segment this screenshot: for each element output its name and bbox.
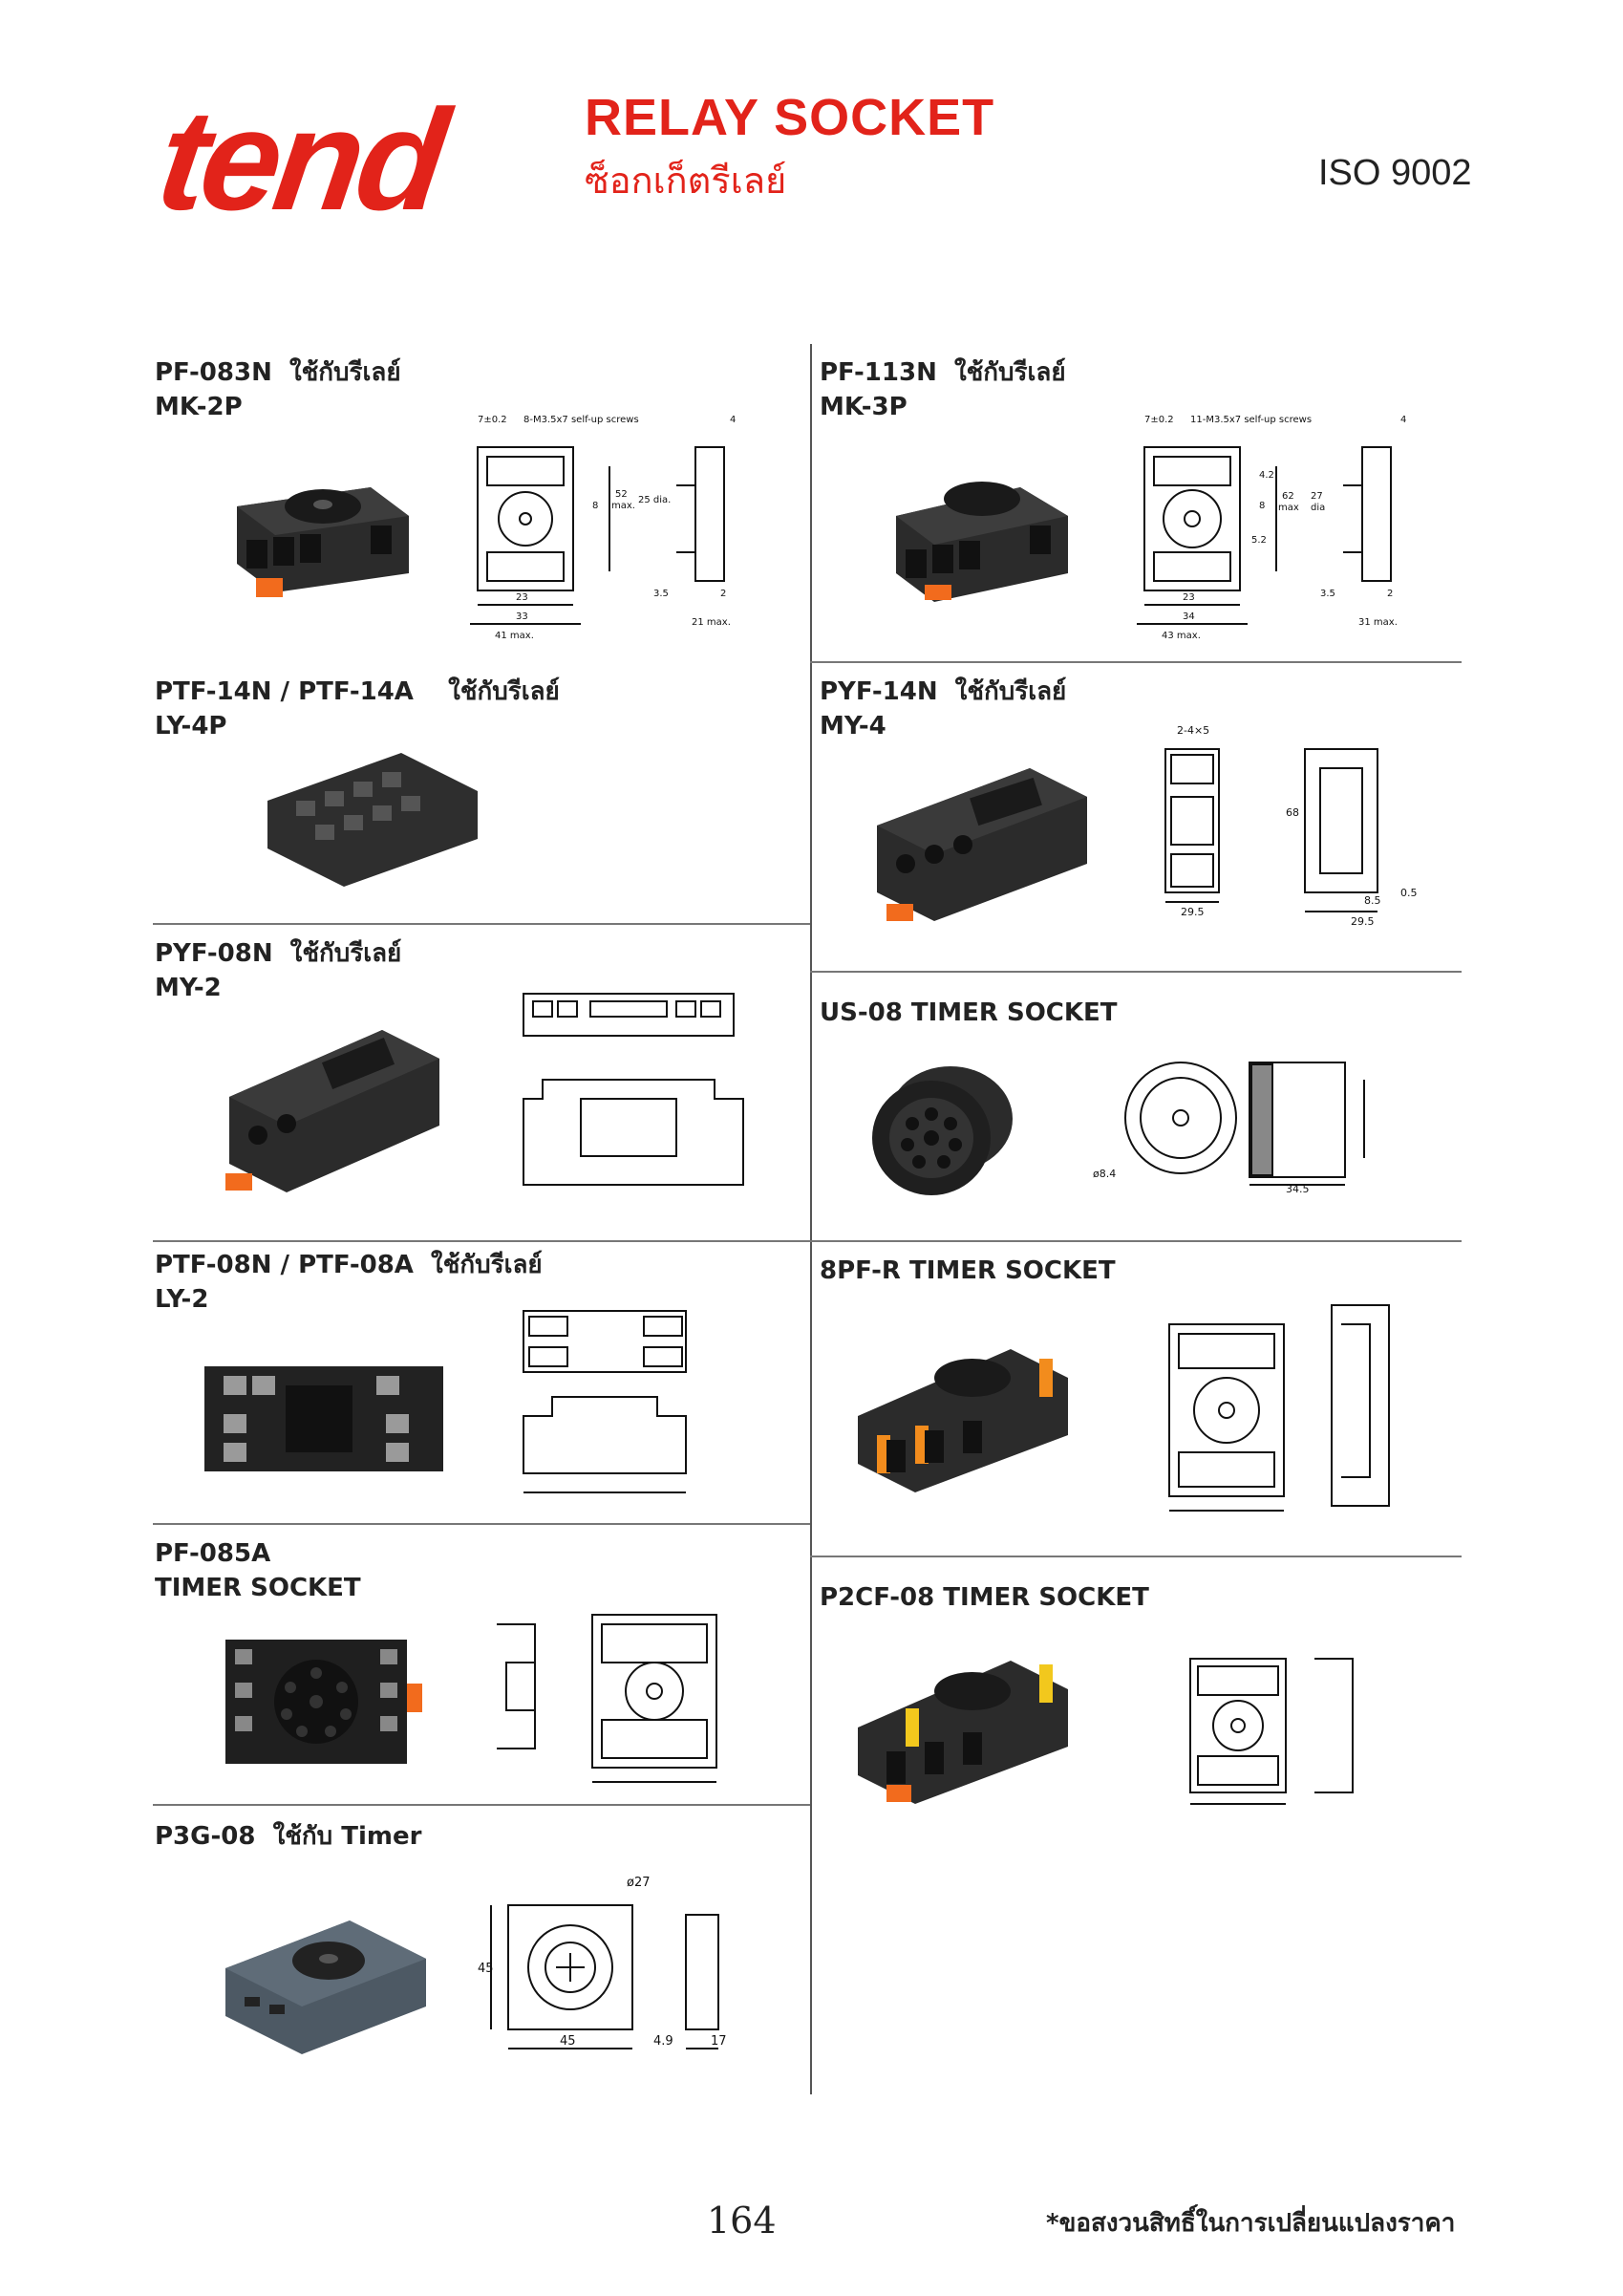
dim-label: 27 bbox=[1311, 491, 1323, 502]
p2cf08-dimension-drawing bbox=[1189, 1658, 1354, 1805]
pf113n-socket-photo bbox=[896, 482, 1068, 602]
product-subtitle: MY-4 bbox=[820, 712, 886, 740]
dim-label: 45 bbox=[560, 2034, 576, 2049]
product-title: 8PF-R TIMER SOCKET bbox=[820, 1256, 1116, 1285]
product-title: P3G-08 ใช้กับ Timer bbox=[155, 1822, 422, 1851]
dim-label: 21 max. bbox=[692, 617, 731, 628]
p3g08-socket-photo bbox=[225, 1920, 426, 2054]
pf083n-socket-photo bbox=[237, 487, 409, 597]
page-number: 164 bbox=[707, 2199, 777, 2242]
dim-label: ø8.4 bbox=[1093, 1168, 1116, 1180]
product-subtitle: LY-4P bbox=[155, 712, 227, 740]
dim-label: 34.5 bbox=[1286, 1183, 1310, 1194]
dim-label: 41 max. bbox=[495, 631, 534, 641]
dim-label: 23 bbox=[1183, 592, 1195, 603]
8pfr-socket-photo bbox=[858, 1349, 1068, 1492]
pyf08n-dimension-drawing bbox=[523, 993, 744, 1186]
product-title: PF-113N ใช้กับรีเลย์ bbox=[820, 358, 1066, 387]
dim-label: 2-4×5 bbox=[1177, 724, 1209, 737]
dim-label: 23 bbox=[516, 592, 528, 603]
product-title: PF-083N ใช้กับรีเลย์ bbox=[155, 358, 401, 387]
p3g08-dimension-drawing: ø27 45 45 4.9 17 bbox=[478, 1876, 727, 2049]
dim-label: 5.2 bbox=[1251, 535, 1267, 546]
divider-right-3 bbox=[810, 1240, 1462, 1242]
dim-label: 33 bbox=[516, 612, 528, 622]
dim-label: ø27 bbox=[627, 1876, 651, 1890]
p2cf08-socket-photo bbox=[858, 1661, 1068, 1804]
dim-label: 52 bbox=[615, 489, 628, 500]
8pfr-dimension-drawing bbox=[1168, 1304, 1390, 1512]
dim-label: 0.5 bbox=[1400, 887, 1418, 899]
dim-label: max bbox=[1278, 503, 1299, 513]
dim-label: 4 bbox=[1400, 415, 1406, 425]
divider-right-4 bbox=[810, 1556, 1462, 1557]
dim-label: 29.5 bbox=[1181, 906, 1205, 918]
logo-wordmark: tend bbox=[149, 79, 452, 240]
dim-label: 31 max. bbox=[1358, 617, 1398, 628]
column-divider bbox=[810, 344, 812, 2094]
dim-label: 8 bbox=[1259, 501, 1265, 511]
pf085a-socket-photo bbox=[225, 1640, 422, 1764]
product-title: PTF-08N / PTF-08A ใช้กับรีเลย์ bbox=[155, 1251, 543, 1279]
dim-label: 8.5 bbox=[1364, 894, 1381, 907]
divider-left-3 bbox=[153, 1240, 810, 1242]
pyf14n-socket-photo bbox=[877, 768, 1087, 921]
dim-label: 68 bbox=[1286, 806, 1299, 819]
product-subtitle: MK-2P bbox=[155, 393, 243, 421]
pyf08n-socket-photo bbox=[225, 1030, 439, 1192]
product-subtitle: LY-2 bbox=[155, 1285, 209, 1314]
product-title: PF-085A bbox=[155, 1539, 271, 1568]
dim-label: max. bbox=[611, 501, 635, 511]
us08-socket-photo bbox=[872, 1066, 1013, 1195]
dim-label: 8-M3.5x7 self-up screws bbox=[523, 415, 639, 425]
dim-label: 2 bbox=[1387, 589, 1393, 599]
page-subtitle-thai: ซ็อกเก็ตรีเลย์ bbox=[585, 160, 787, 202]
dim-label: 45 bbox=[478, 1962, 494, 1976]
divider-right-2 bbox=[810, 971, 1462, 973]
divider-left-4 bbox=[153, 1523, 810, 1525]
pf113n-dimension-drawing: 7±0.2 11-M3.5x7 self-up screws 4 4.2 62 … bbox=[1137, 415, 1406, 641]
product-subtitle: TIMER SOCKET bbox=[155, 1574, 361, 1602]
dim-label: 4 bbox=[730, 415, 736, 425]
us08-dimension-drawing: ø8.4 34.5 bbox=[1093, 1062, 1365, 1194]
dim-label: 25 dia. bbox=[638, 495, 671, 505]
product-subtitle: MY-2 bbox=[155, 974, 222, 1002]
divider-right-1 bbox=[810, 661, 1462, 663]
dim-label: 7±0.2 bbox=[478, 415, 507, 425]
product-title: PYF-14N ใช้กับรีเลย์ bbox=[820, 677, 1067, 706]
pf085a-dimension-drawing bbox=[497, 1614, 717, 1783]
pyf14n-dimension-drawing: 2-4×5 68 29.5 29.5 8.5 0.5 bbox=[1164, 724, 1418, 928]
dim-label: 4.2 bbox=[1259, 470, 1274, 481]
product-title: US-08 TIMER SOCKET bbox=[820, 998, 1118, 1027]
pf083n-dimension-drawing: 7±0.2 8-M3.5x7 self-up screws 4 52 max. … bbox=[470, 415, 736, 641]
product-title: P2CF-08 TIMER SOCKET bbox=[820, 1583, 1149, 1612]
dim-label: 8 bbox=[592, 501, 598, 511]
dim-label: 34 bbox=[1183, 612, 1195, 622]
page-title: RELAY SOCKET bbox=[585, 89, 995, 146]
product-title: PTF-14N / PTF-14A ใช้กับรีเลย์ bbox=[155, 677, 560, 706]
dim-label: 2 bbox=[720, 589, 726, 599]
ptf08n-socket-photo bbox=[204, 1366, 443, 1471]
price-disclaimer: *ขอสงวนสิทธิ์ในการเปลี่ยนแปลงราคา bbox=[1046, 2209, 1456, 2238]
dim-label: dia bbox=[1311, 503, 1325, 513]
divider-left-5 bbox=[153, 1804, 810, 1806]
product-subtitle: MK-3P bbox=[820, 393, 908, 421]
divider-left-2 bbox=[153, 923, 810, 925]
dim-label: 17 bbox=[711, 2034, 727, 2049]
product-title: PYF-08N ใช้กับรีเลย์ bbox=[155, 939, 402, 968]
dim-label: 62 bbox=[1282, 491, 1294, 502]
dim-label: 43 max. bbox=[1162, 631, 1201, 641]
dim-label: 11-M3.5x7 self-up screws bbox=[1190, 415, 1312, 425]
dim-label: 29.5 bbox=[1351, 915, 1375, 928]
dim-label: 7±0.2 bbox=[1144, 415, 1174, 425]
ptf14n-socket-photo bbox=[267, 753, 478, 887]
tend-logo: tend bbox=[149, 79, 562, 240]
ptf08n-dimension-drawing bbox=[523, 1310, 687, 1493]
dim-label: 4.9 bbox=[653, 2034, 673, 2049]
dim-label: 3.5 bbox=[653, 589, 669, 599]
iso-certification: ISO 9002 bbox=[1318, 153, 1472, 193]
dim-label: 3.5 bbox=[1320, 589, 1335, 599]
